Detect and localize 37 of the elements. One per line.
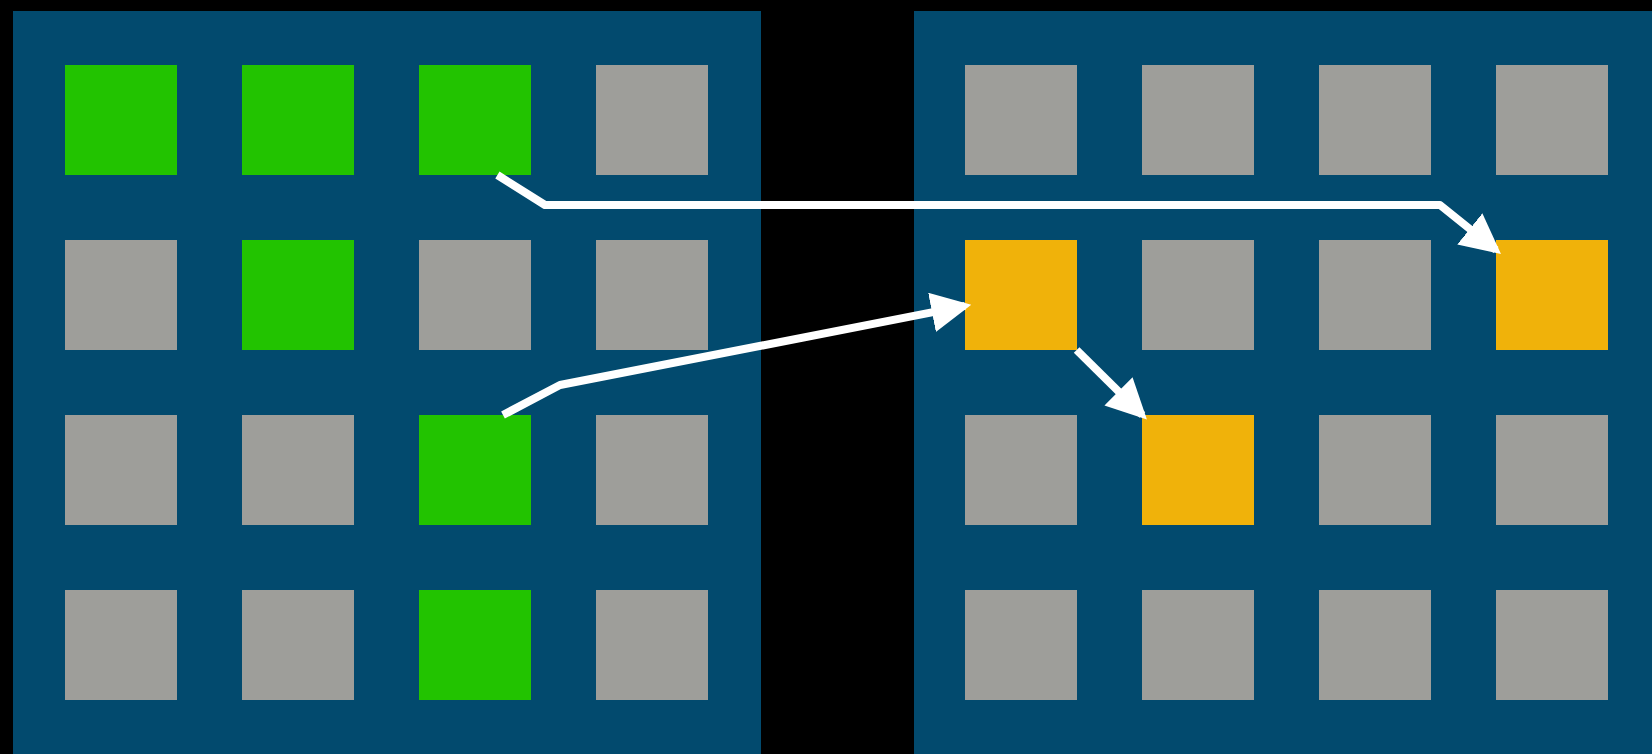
- square: [242, 65, 354, 175]
- square: [419, 415, 531, 525]
- square: [419, 590, 531, 700]
- square: [1496, 65, 1608, 175]
- square: [965, 65, 1077, 175]
- square: [419, 65, 531, 175]
- square: [1319, 65, 1431, 175]
- arrow: [501, 292, 972, 419]
- square: [1142, 65, 1254, 175]
- square: [596, 240, 708, 350]
- square: [1496, 240, 1608, 350]
- square: [242, 240, 354, 350]
- square: [242, 590, 354, 700]
- square: [65, 590, 177, 700]
- square: [1142, 240, 1254, 350]
- square: [1319, 590, 1431, 700]
- square: [65, 415, 177, 525]
- square: [1319, 415, 1431, 525]
- square: [596, 65, 708, 175]
- arrow: [495, 171, 1501, 254]
- square: [1319, 240, 1431, 350]
- square: [1142, 590, 1254, 700]
- square: [596, 590, 708, 700]
- panel: [914, 11, 1652, 754]
- square: [1496, 415, 1608, 525]
- square: [65, 65, 177, 175]
- square: [965, 240, 1077, 350]
- square: [965, 415, 1077, 525]
- square: [65, 240, 177, 350]
- square: [419, 240, 531, 350]
- square: [596, 415, 708, 525]
- panel: [13, 11, 761, 754]
- square: [242, 415, 354, 525]
- square: [965, 590, 1077, 700]
- square: [1496, 590, 1608, 700]
- arrow: [1073, 347, 1147, 420]
- square: [1142, 415, 1254, 525]
